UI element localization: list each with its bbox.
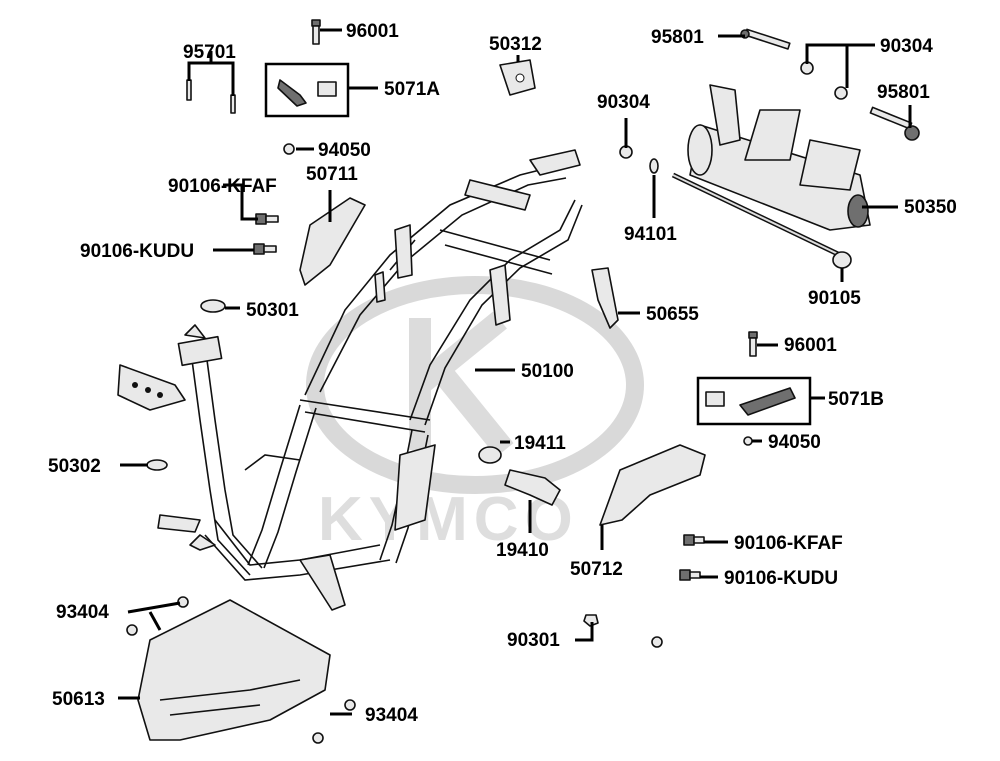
label-90106-kfaf-right: 90106-KFAF [734, 533, 843, 554]
label-95801-right: 95801 [877, 82, 930, 103]
bracket-5071a-part [277, 79, 307, 107]
clamp-5071b-part [705, 391, 725, 407]
screw-93404-top-part [126, 596, 189, 636]
screw-93404-bottom-part [312, 699, 356, 744]
label-90105: 90105 [808, 288, 861, 309]
label-19410: 19410 [496, 540, 549, 561]
label-94050-top: 94050 [318, 140, 371, 161]
bolt-96001-lower-part [748, 331, 758, 357]
bolt-90105-part [671, 172, 852, 269]
kymco-watermark: KYMCO [306, 276, 644, 554]
bolt-90106-kfaf-left-part [255, 213, 279, 225]
nut-90304-b-part [834, 86, 848, 100]
under-cover-50613-part [137, 599, 331, 741]
bolt-90106-kfaf-right-part [683, 534, 705, 546]
label-90106-kudu-right: 90106-KUDU [724, 568, 838, 589]
pin-95701-part [186, 79, 236, 114]
label-50301: 50301 [246, 300, 299, 321]
bracket-50655-part [591, 267, 619, 329]
grommet-50301-part [200, 299, 226, 313]
bolt-95801-right-part [869, 106, 920, 141]
bracket-5071b-part [739, 387, 796, 416]
part-group-5071a-box [264, 62, 350, 118]
bracket-50711-part [299, 197, 366, 286]
label-50613: 50613 [52, 689, 105, 710]
label-50712: 50712 [570, 559, 623, 580]
main-frame-part [117, 149, 583, 611]
clamp-5071a-part [317, 81, 337, 97]
label-95801-top: 95801 [651, 27, 704, 48]
label-90304-left: 90304 [597, 92, 650, 113]
label-50312: 50312 [489, 34, 542, 55]
label-93404-bottom: 93404 [365, 705, 418, 726]
label-96001-top: 96001 [346, 21, 399, 42]
label-94101: 94101 [624, 224, 677, 245]
bolt-90106-kudu-right-part [679, 569, 701, 581]
bolt-90106-kudu-left-part [253, 243, 277, 255]
callout-labels: 95701 96001 5071A 50312 95801 90304 9580… [48, 21, 957, 726]
leader-lines [118, 28, 912, 716]
label-5071a: 5071A [384, 79, 440, 100]
bolt-95801-top-part [740, 28, 791, 50]
clamp-19411-part [478, 446, 502, 464]
bolt-96001-top-part [311, 19, 321, 45]
label-90106-kudu-left: 90106-KUDU [80, 241, 194, 262]
hose-19410-part [504, 469, 561, 506]
label-50350: 50350 [904, 197, 957, 218]
bracket-50712-part [599, 444, 706, 526]
label-50302: 50302 [48, 456, 101, 477]
label-95701: 95701 [183, 42, 236, 63]
label-94050-lower: 94050 [768, 432, 821, 453]
engine-hanger-50350-part [687, 84, 871, 231]
nut-94050-top-part [283, 143, 295, 155]
label-96001-lower: 96001 [784, 335, 837, 356]
label-93404-top: 93404 [56, 602, 109, 623]
label-5071b: 5071B [828, 389, 884, 410]
label-50100: 50100 [521, 361, 574, 382]
label-90106-kfaf-left: 90106-KFAF [168, 176, 277, 197]
label-50711: 50711 [306, 164, 358, 185]
nut-94050-lower-part [743, 436, 753, 446]
label-90304-right: 90304 [880, 36, 933, 57]
washer-94101-part [649, 158, 659, 174]
part-group-5071b-box [696, 376, 812, 426]
label-19411: 19411 [514, 433, 566, 454]
label-50655: 50655 [646, 304, 699, 325]
grommet-50302-part [146, 459, 168, 471]
label-90301: 90301 [507, 630, 560, 651]
nut-90301-part [583, 614, 663, 648]
